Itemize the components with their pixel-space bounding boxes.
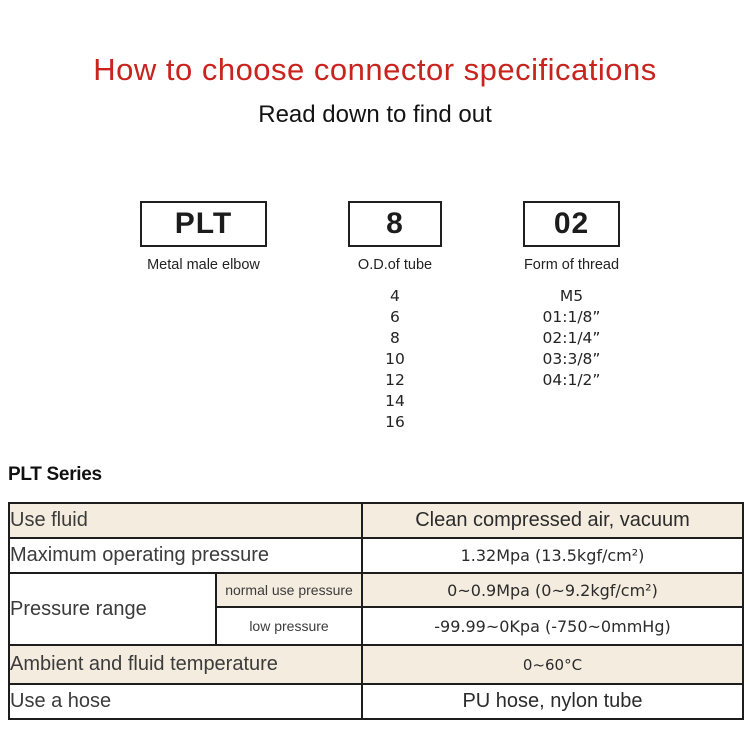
tube-od-option: 12 [385,371,405,389]
model-code: PLT [174,207,233,240]
thread-code: 02 [553,207,590,240]
series-heading: PLT Series [8,464,102,485]
spec-row-label: Use fluid [8,502,363,539]
selector-column-thread: 02 Form of thread M5 01:1/8” 02:1/4” 03:… [484,201,659,391]
thread-code-box: 02 [523,201,620,247]
tube-od-option: 6 [390,308,400,326]
spec-row-label: Ambient and fluid temperature [8,644,363,685]
tube-od-option: 4 [390,287,400,305]
spec-row-value: 0~60°C [361,644,744,685]
selector-column-tube-od: 8 O.D.of tube 4 6 8 10 12 14 16 [320,201,470,433]
spec-row-value: 1.32Mpa (13.5kgf/cm²) [361,537,744,574]
spec-row-label: Pressure range [8,572,217,646]
thread-option: 03:3/8” [542,350,601,368]
table-row: Use fluid Clean compressed air, vacuum [8,502,744,539]
table-row: Pressure range normal use pressure 0~0.9… [8,572,744,646]
table-row: low pressure -99.99~0Kpa (-750~0mmHg) [9,606,744,646]
thread-option: 04:1/2” [542,371,601,389]
table-row: Use a hose PU hose, nylon tube [8,683,744,720]
page-subtitle: Read down to find out [258,101,492,128]
tube-od-option: 16 [385,413,405,431]
thread-label: Form of thread [523,257,620,273]
table-row: Maximum operating pressure 1.32Mpa (13.5… [8,537,744,574]
tube-od-option: 8 [390,329,400,347]
spec-table: Use fluid Clean compressed air, vacuum M… [8,502,744,720]
tube-od-option: 14 [385,392,405,410]
pressure-sub-label: low pressure [215,606,363,646]
thread-option: M5 [559,287,584,305]
selector-column-model: PLT Metal male elbow [110,201,297,273]
thread-options: M5 01:1/8” 02:1/4” 03:3/8” 04:1/2” [543,286,601,391]
pressure-sub-value: 0~0.9Mpa (0~9.2kgf/cm²) [361,572,744,608]
spec-row-label: Maximum operating pressure [8,537,363,574]
pressure-sub-value: -99.99~0Kpa (-750~0mmHg) [361,606,744,646]
spec-row-label: Use a hose [8,683,363,720]
thread-option: 01:1/8” [542,308,601,326]
page-title: How to choose connector specifications [93,52,657,87]
tube-od-code: 8 [386,207,404,240]
model-code-label: Metal male elbow [147,257,260,273]
tube-od-options: 4 6 8 10 12 14 16 [385,286,405,433]
tube-od-code-box: 8 [348,201,442,247]
tube-od-option: 10 [385,350,405,368]
spec-row-value: Clean compressed air, vacuum [361,502,744,539]
thread-option: 02:1/4” [542,329,601,347]
table-row: Ambient and fluid temperature 0~60°C [8,644,744,685]
pressure-sub-label: normal use pressure [215,572,363,608]
model-code-box: PLT [140,201,267,247]
spec-row-value: PU hose, nylon tube [361,683,744,720]
tube-od-label: O.D.of tube [357,257,433,273]
